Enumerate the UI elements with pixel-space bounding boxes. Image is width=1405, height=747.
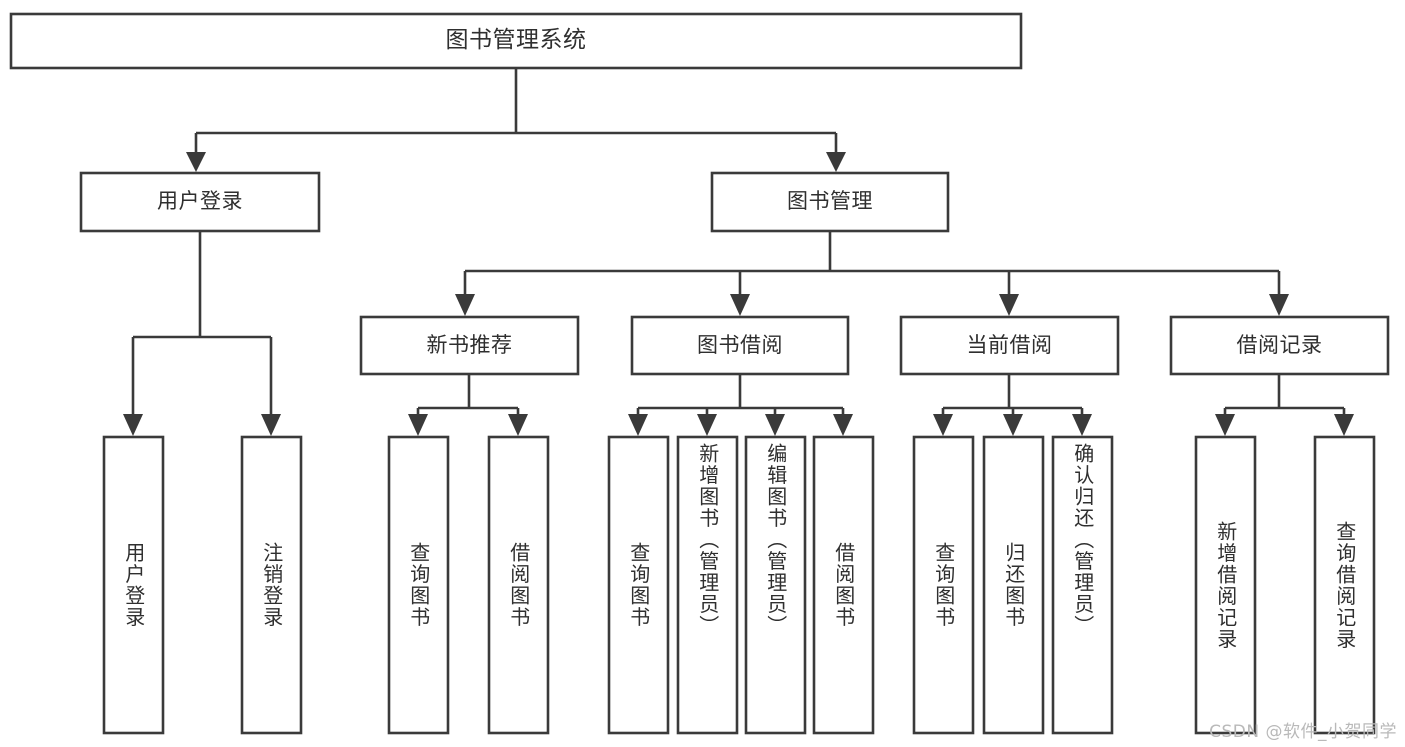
node-book-borrow[interactable]: [630, 315, 850, 376]
node-leaf-user-login[interactable]: [102, 435, 165, 735]
connector-user-login-to-leaves: [131, 231, 273, 419]
node-leaf-bb-query-book[interactable]: [607, 435, 670, 735]
csdn-watermark: CSDN @软件_小贺同学: [1209, 722, 1397, 742]
node-leaf-nbr-borrow-book[interactable]: [487, 435, 550, 735]
arrowhead-to-current-borrow: [999, 294, 1019, 316]
node-new-book-recommend[interactable]: [359, 315, 580, 376]
connector-current-borrow-to-leaves: [941, 374, 1084, 419]
arrowhead-to-user-login: [186, 152, 206, 172]
arrowhead-leaf-cb-return-book: [1003, 414, 1023, 436]
arrowhead-to-book-management: [826, 152, 846, 172]
node-book-management[interactable]: [710, 171, 950, 233]
node-leaf-nbr-query-book[interactable]: [387, 435, 450, 735]
connector-borrow-record-to-leaves: [1223, 374, 1346, 419]
node-current-borrow[interactable]: [899, 315, 1120, 376]
connector-new-book-recommend-to-leaves: [416, 374, 520, 419]
node-leaf-br-query-record[interactable]: [1313, 435, 1376, 735]
node-root-book-management-system[interactable]: [9, 12, 1023, 70]
node-leaf-logout[interactable]: [240, 435, 303, 735]
node-leaf-bb-edit-book[interactable]: [744, 435, 807, 735]
arrowhead-to-book-borrow: [730, 294, 750, 316]
node-leaf-br-add-record[interactable]: [1194, 435, 1257, 735]
arrowhead-leaf-bb-edit-book: [765, 414, 785, 436]
arrowhead-leaf-bb-borrow-book: [833, 414, 853, 436]
arrowhead-leaf-nbr-query-book: [408, 414, 428, 436]
node-leaf-cb-query-book[interactable]: [912, 435, 975, 735]
node-leaf-cb-return-book[interactable]: [982, 435, 1045, 735]
node-borrow-record[interactable]: [1169, 315, 1390, 376]
arrowhead-leaf-bb-query-book: [628, 414, 648, 436]
node-leaf-cb-confirm-return[interactable]: [1051, 435, 1114, 735]
arrowhead-leaf-br-query-record: [1334, 414, 1354, 436]
arrowhead-leaf-br-add-record: [1215, 414, 1235, 436]
node-user-login[interactable]: [79, 171, 321, 233]
arrowhead-to-new-book-recommend: [455, 294, 475, 316]
connector-book-borrow-to-leaves: [636, 374, 845, 419]
node-leaf-bb-borrow-book[interactable]: [812, 435, 875, 735]
connector-root-to-level2: [194, 68, 838, 155]
arrowhead-leaf-user-login: [123, 414, 143, 436]
arrowhead-leaf-bb-add-book: [697, 414, 717, 436]
arrowhead-to-borrow-record: [1269, 294, 1289, 316]
arrowhead-leaf-logout: [261, 414, 281, 436]
connector-book-management-to-level3: [463, 231, 1281, 299]
arrowhead-leaf-cb-confirm-return: [1072, 414, 1092, 436]
arrowhead-leaf-nbr-borrow-book: [508, 414, 528, 436]
node-leaf-bb-add-book[interactable]: [676, 435, 739, 735]
arrowhead-leaf-cb-query-book: [933, 414, 953, 436]
